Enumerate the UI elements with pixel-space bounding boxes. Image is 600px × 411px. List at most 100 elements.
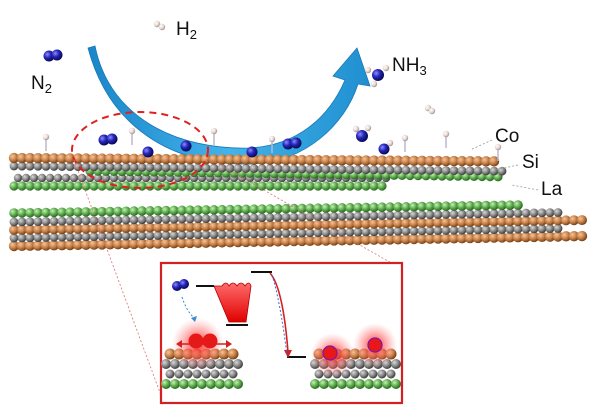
co-atom [32, 152, 44, 164]
si-atom [368, 369, 378, 379]
n2-adsorbed-atom [282, 138, 294, 150]
co-atom [440, 155, 452, 167]
si-atom [489, 166, 499, 176]
la-atom [153, 205, 163, 216]
co-atom [40, 153, 52, 164]
si-atom [73, 216, 83, 226]
co-atom [248, 236, 260, 248]
co-atom [408, 155, 420, 166]
co-atom [176, 153, 188, 165]
co-atom [72, 239, 84, 251]
si-atom [377, 369, 387, 379]
co-atom [169, 222, 179, 233]
si-atom [217, 229, 227, 239]
la-atom [185, 205, 195, 216]
co-atom [568, 231, 580, 242]
si-atom [377, 227, 387, 236]
co-atom [408, 233, 420, 245]
si-atom [281, 212, 291, 222]
si-atom [497, 209, 507, 218]
si-atom [210, 369, 220, 379]
si-atom [201, 214, 211, 224]
co-atom [537, 215, 547, 226]
la-atom [355, 379, 365, 389]
la-atom [129, 181, 139, 191]
la-atom [209, 205, 219, 215]
si-atom [401, 165, 411, 175]
co-atom [360, 155, 372, 166]
si-atom [409, 226, 419, 236]
si-atom [113, 231, 123, 241]
si-atom [233, 163, 243, 173]
co-atom [240, 236, 252, 248]
co-atom [208, 154, 220, 165]
la-atom [233, 379, 243, 389]
si-atom [109, 173, 119, 183]
la-atom [425, 201, 435, 212]
la-atom [337, 181, 347, 191]
co-atom [296, 235, 308, 247]
reaction-path-arrowhead [284, 350, 292, 358]
co-atom [312, 235, 324, 246]
nh3-nitrogen-atom [372, 69, 384, 81]
co-atom [465, 217, 475, 228]
la-atom [57, 207, 67, 218]
co-atom [536, 231, 548, 242]
si-atom [257, 213, 267, 223]
co-atom [193, 221, 203, 232]
co-atom [560, 231, 572, 242]
la-atom [409, 201, 419, 212]
la-atom [377, 202, 387, 213]
si-atom [224, 359, 234, 369]
la-atom [197, 379, 207, 389]
si-atom [537, 208, 547, 218]
si-atom [433, 226, 443, 235]
si-atom [165, 369, 175, 379]
si-atom [201, 230, 211, 240]
co-atom [521, 216, 531, 227]
co-atom [192, 154, 204, 165]
si-atom [489, 209, 499, 219]
la-atom [377, 181, 387, 191]
co-atom [528, 231, 540, 243]
si-atom [273, 164, 283, 174]
co-atom [496, 232, 508, 243]
si-atom [513, 208, 523, 218]
si-atom [125, 173, 135, 183]
la-atom [177, 205, 187, 216]
si-atom [137, 162, 147, 172]
co-atom [208, 237, 220, 248]
co-atom [552, 231, 564, 242]
co-atom [328, 155, 340, 166]
si-atom [225, 229, 235, 239]
si-atom [209, 230, 219, 239]
si-atom [497, 166, 507, 176]
co-atom [368, 155, 380, 166]
co-atom [88, 153, 100, 164]
si-atom [489, 225, 499, 235]
la-atom [364, 379, 374, 389]
co-atom [377, 218, 387, 229]
si-atom [465, 225, 475, 235]
label-h2: H2 [176, 19, 197, 42]
co-atom [56, 239, 68, 251]
co-atom [249, 220, 259, 231]
co-atom [272, 154, 284, 166]
si-atom [219, 369, 229, 379]
co-atom [304, 235, 316, 247]
la-atom [81, 207, 91, 217]
co-atom [184, 237, 196, 249]
co-atom [224, 237, 236, 248]
la-atom [209, 181, 219, 191]
zoom-connector-right [207, 157, 401, 269]
si-atom [297, 228, 307, 238]
la-atom [49, 181, 59, 191]
si-atom [393, 210, 403, 220]
si-atom [170, 359, 180, 369]
si-atom [386, 369, 396, 379]
la-atom [361, 181, 371, 191]
si-atom [49, 162, 59, 171]
si-atom [273, 212, 283, 222]
co-atom [280, 154, 292, 166]
co-atom [424, 155, 436, 167]
